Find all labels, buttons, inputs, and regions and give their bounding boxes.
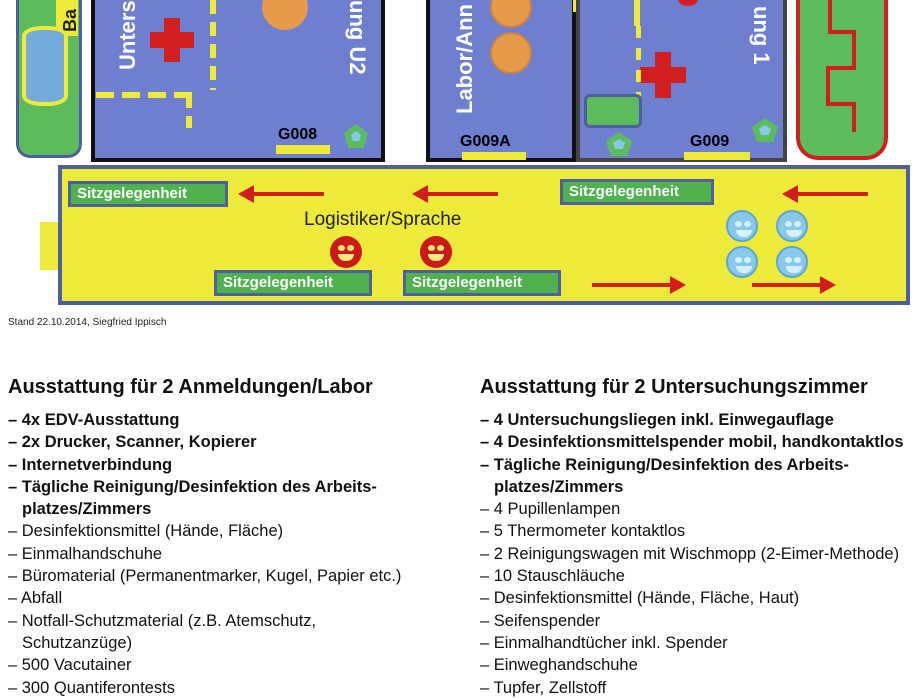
list-item: – Einmalhandtücher inkl. Spender [480, 633, 728, 652]
seating-area: Sitzgelegenheit [403, 270, 561, 296]
flow-arrow-right-icon [592, 276, 686, 294]
green-block-right [796, 0, 888, 160]
list-item: – Tupfer, Zellstoff [480, 678, 607, 697]
list-item: – Notfall-Schutzmaterial (z.B. Atemschut… [8, 611, 317, 630]
pentagon-icon-inner [759, 125, 771, 135]
equipment-registration-lab: Ausstattung für 2 Anmeldungen/Labor – 4x… [8, 376, 448, 699]
person-patient-icon [726, 246, 758, 278]
section-heading: Ausstattung für 2 Anmeldungen/Labor [8, 376, 373, 398]
corridor-entrance [40, 222, 58, 270]
room-code-g009: G009 [690, 133, 730, 150]
person-patient-icon [776, 210, 808, 242]
equipment-exam-rooms: Ausstattung für 2 Untersuchungszimmer – … [480, 376, 920, 699]
seating-area: Sitzgelegenheit [560, 179, 714, 205]
list-item: platzes/Zimmers [22, 500, 152, 519]
equipment-list: – 4 Untersuchungsliegen inkl. Einwegaufl… [480, 409, 920, 699]
list-item: – Büromaterial (Permanentmarker, Kugel, … [8, 567, 402, 586]
list-item: – Tägliche Reinigung/Desinfektion des Ar… [8, 477, 377, 496]
list-item: – Desinfektionsmittel (Hände, Fläche, Ha… [480, 589, 800, 608]
list-item: – Desinfektionsmittel (Hände, Fläche) [8, 522, 284, 541]
door-g009 [684, 152, 750, 160]
list-item: – 300 Quantiferontests [8, 678, 175, 697]
dashed-line-u1-vertical [636, 26, 641, 122]
equipment-list: – 4x EDV-Ausstattung – 2x Drucker, Scanne… [8, 409, 448, 699]
stool-icon [490, 32, 532, 74]
person-patient-icon [776, 246, 808, 278]
room-label-labor: Labor/Ann [452, 4, 477, 114]
room-label-unters: Unters [115, 0, 140, 70]
pentagon-icon-inner [613, 139, 625, 149]
stairs-icon [826, 0, 856, 132]
person-staff-icon [330, 236, 362, 268]
flow-arrow-left-icon [782, 185, 868, 203]
room-code-g008: G008 [278, 126, 318, 143]
seating-area: Sitzgelegenheit [214, 270, 372, 296]
room-u2 [91, 0, 385, 162]
floorplan-caption: Stand 22.10.2014, Siegfried Ippisch [8, 317, 167, 328]
person-patient-icon [726, 210, 758, 242]
list-item: – 4 Desinfektionsmittelspender mobil, ha… [480, 433, 904, 452]
list-item: Schutzanzüge) [22, 633, 133, 652]
list-item: platzes/Zimmers [494, 477, 624, 496]
list-item: – 4x EDV-Ausstattung [8, 411, 180, 429]
flow-arrow-left-icon [412, 185, 498, 203]
list-item: – Seifenspender [480, 611, 601, 630]
list-item: – 5 Thermometer kontaktlos [480, 522, 686, 541]
list-item: – Einmalhandschuhe [8, 544, 163, 563]
section-heading: Ausstattung für 2 Untersuchungszimmer [480, 376, 868, 398]
list-item: – Tägliche Reinigung/Desinfektion des Ar… [480, 455, 849, 474]
dashed-line-u2-corner [186, 96, 192, 136]
list-item: – 4 Pupillenlampen [480, 500, 621, 519]
list-item: – 500 Vacutainer [8, 656, 132, 675]
list-item: – Einweghandschuhe [480, 656, 638, 675]
red-marker [678, 0, 698, 6]
list-item: – 4 Untersuchungsliegen inkl. Einwegaufl… [480, 411, 834, 429]
list-item: – 2 Reinigungswagen mit Wischmopp (2-Eim… [480, 544, 900, 563]
door-g009a [462, 152, 526, 160]
barrel-icon [22, 26, 68, 106]
list-item: – 2x Drucker, Scanner, Kopierer [8, 433, 257, 452]
list-item: – 10 Stauschläuche [480, 567, 625, 586]
label-fragment-left [56, 0, 78, 36]
corridor-label: Logistiker/Sprache [304, 209, 462, 230]
room-label-u2: ung U2 [345, 0, 370, 75]
seating-area: Sitzgelegenheit [68, 181, 228, 207]
desk-icon [584, 94, 642, 128]
person-staff-icon [420, 236, 452, 268]
dashed-line-u2-bottom [96, 92, 192, 98]
room-label-u1: ung 1 [749, 6, 774, 65]
flow-arrow-left-icon [238, 185, 324, 203]
pentagon-icon-inner [351, 131, 361, 141]
list-item: – Internetverbindung [8, 455, 173, 474]
dashed-line-u2-top [210, 0, 216, 90]
door-g008 [276, 145, 330, 154]
room-g009a [426, 0, 576, 162]
medical-cross-icon [640, 52, 686, 98]
room-code-g009a: G009A [460, 133, 511, 150]
flow-arrow-right-icon [752, 276, 836, 294]
list-item: – Abfall [8, 589, 63, 608]
medical-cross-icon [150, 18, 194, 62]
dashed-line-u1 [634, 0, 640, 26]
